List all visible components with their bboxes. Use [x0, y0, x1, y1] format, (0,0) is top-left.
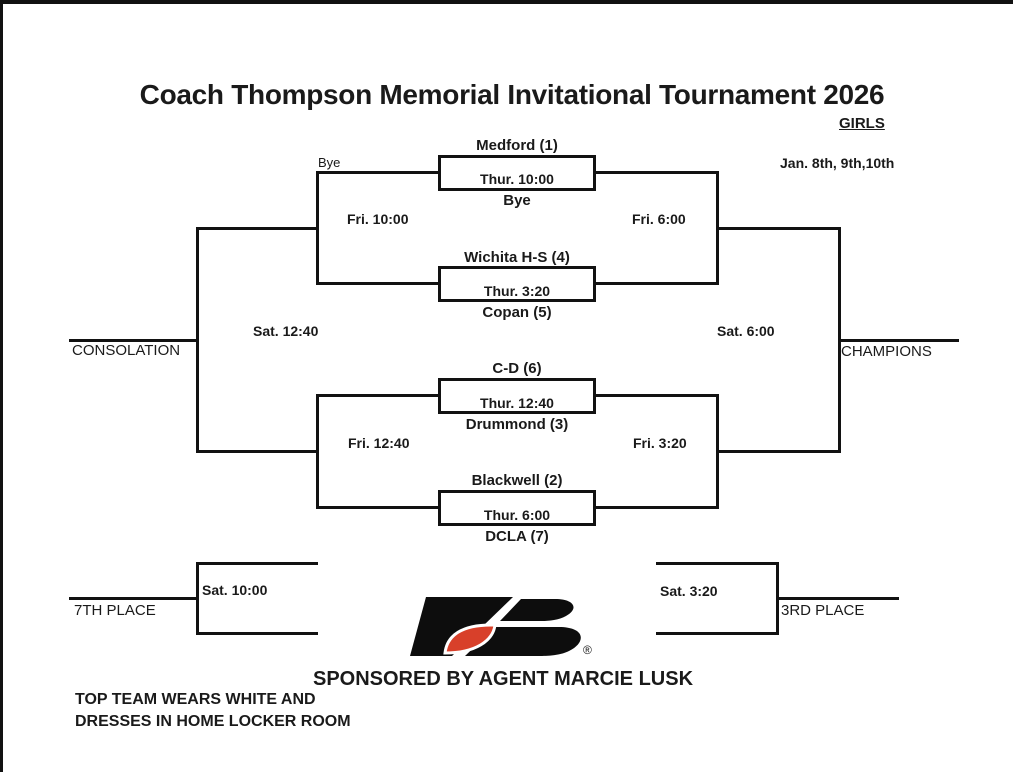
bracket-line-consolation-winner	[69, 339, 199, 342]
bracket-line-7th-prong-top	[196, 562, 318, 565]
bracket-line-consol-semi-bottom-out	[196, 450, 319, 453]
bracket-line-game3-right	[595, 394, 719, 397]
consolation-label: CONSOLATION	[72, 342, 181, 359]
semifinal-top-time: Fri. 6:00	[632, 211, 686, 227]
consolation-semi-bottom-time: Fri. 12:40	[348, 435, 410, 451]
bye-feed-label: Bye	[318, 155, 341, 170]
page-border-left	[0, 0, 3, 772]
bracket-line-champion-winner	[838, 339, 959, 342]
bracket-line-game3-left	[316, 394, 441, 397]
bracket-line-7th-prong-bottom	[196, 632, 318, 635]
game4-time: Thur. 6:00	[483, 507, 551, 523]
bracket-line-3rd-prong-bottom	[656, 632, 779, 635]
logo-b-upper-bar	[500, 599, 574, 621]
bracket-line-semi-bottom-out	[716, 450, 841, 453]
game1-bottom-team: Bye	[503, 192, 531, 209]
bracket-line-3rd-winner	[776, 597, 899, 600]
semifinal-bottom-time: Fri. 3:20	[633, 435, 687, 451]
uniform-note-line2: DRESSES IN HOME LOCKER ROOM	[75, 713, 351, 730]
bracket-line-game1-right	[595, 171, 719, 174]
logo-f-block	[410, 597, 513, 656]
bracket-line-3rd-prong-top	[656, 562, 779, 565]
bracket-line-consol-semi-top-out	[196, 227, 319, 230]
bracket-line-7th-winner	[69, 597, 199, 600]
division-label: GIRLS	[839, 115, 885, 132]
bracket-line-game4-left	[316, 506, 441, 509]
consolation-semi-top-time: Fri. 10:00	[347, 211, 409, 227]
page-border-top	[0, 0, 1013, 4]
bracket-line-game4-right	[595, 506, 719, 509]
bracket-line-game1-left	[316, 171, 441, 174]
game2-time: Thur. 3:20	[483, 283, 551, 299]
seventh-place-time: Sat. 10:00	[202, 582, 268, 598]
logo-b-lower-bar	[465, 627, 581, 656]
game2-top-team: Wichita H-S (4)	[464, 249, 570, 266]
page-title: Coach Thompson Memorial Invitational Tou…	[139, 79, 885, 110]
bracket-line-game2-left	[316, 282, 441, 285]
game2-bottom-team: Copan (5)	[482, 304, 552, 321]
uniform-note-line1: TOP TEAM WEARS WHITE AND	[75, 691, 316, 708]
championship-final-time: Sat. 6:00	[717, 323, 775, 339]
game3-time: Thur. 12:40	[480, 395, 554, 411]
seventh-place-label: 7TH PLACE	[74, 602, 156, 619]
farm-bureau-fb-logo	[410, 597, 581, 656]
game3-top-team: C-D (6)	[492, 360, 542, 377]
game4-top-team: Blackwell (2)	[471, 472, 563, 489]
logo-red-leaf	[443, 623, 497, 655]
game1-top-team: Medford (1)	[476, 137, 558, 154]
third-place-label: 3RD PLACE	[781, 602, 865, 619]
champions-label: CHAMPIONS	[841, 343, 932, 360]
bracket-line-7th-vertical	[196, 562, 199, 635]
third-place-time: Sat. 3:20	[660, 583, 718, 599]
game1-time: Thur. 10:00	[480, 171, 554, 187]
registered-trademark-symbol: ®	[583, 643, 592, 657]
tournament-dates: Jan. 8th, 9th,10th	[780, 155, 895, 171]
sponsor-text: SPONSORED BY AGENT MARCIE LUSK	[312, 668, 694, 690]
game4-bottom-team: DCLA (7)	[485, 528, 549, 545]
game1-box	[438, 155, 596, 191]
bracket-line-game2-right	[595, 282, 719, 285]
bracket-line-semi-top-out	[716, 227, 841, 230]
consolation-final-time: Sat. 12:40	[253, 323, 319, 339]
game3-bottom-team: Drummond (3)	[465, 416, 569, 433]
game4-box	[438, 490, 596, 526]
